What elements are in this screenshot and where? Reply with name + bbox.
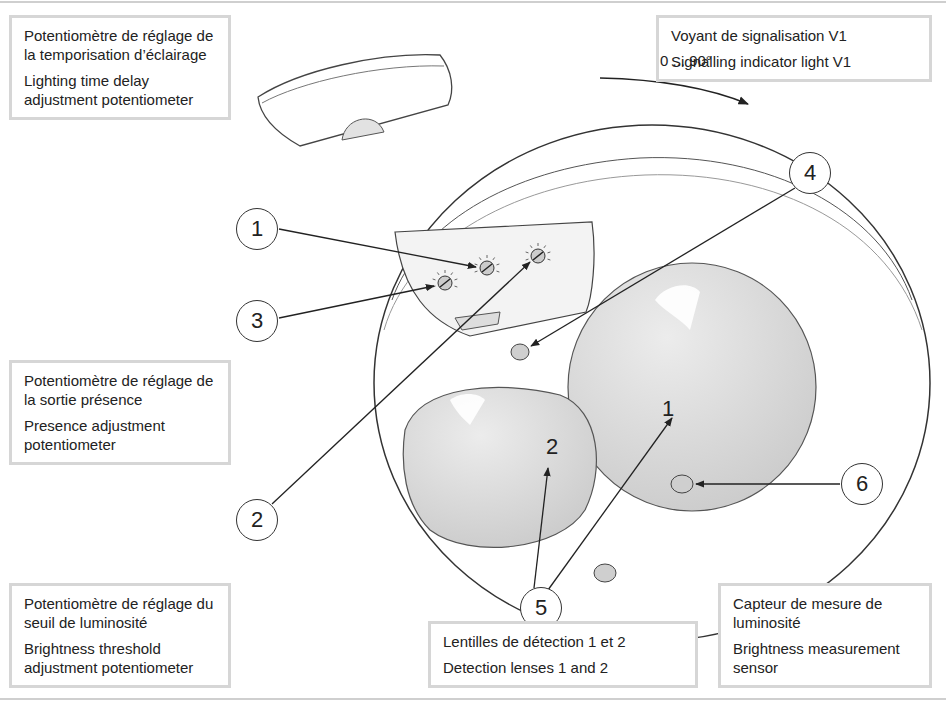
label-text: Brightness threshold adjustment potentio…: [24, 639, 216, 677]
leader-line: [279, 286, 434, 318]
label-text: Capteur de mesure de luminosité: [733, 594, 917, 632]
scale-tick: [497, 263, 500, 265]
scale-tick: [548, 259, 551, 261]
leader-line: [534, 468, 548, 588]
callout-number: 6: [841, 463, 883, 505]
callout-text: 1: [251, 216, 263, 242]
detection-lens-1: [568, 263, 816, 511]
leader-line: [272, 262, 530, 504]
rotation-label: 0 ... 90°: [660, 52, 712, 69]
callout-text: 5: [535, 595, 547, 621]
scale-tick: [497, 271, 500, 273]
label-text: Brightness measurement sensor: [733, 639, 917, 677]
potentiometer-recess: [395, 222, 594, 336]
leader-line: [531, 188, 795, 346]
potentiometer-slot: [440, 279, 450, 287]
label-text: Potentiomètre de réglage de la sortie pr…: [24, 371, 216, 409]
callout-number: 2: [236, 499, 278, 541]
scale-tick: [526, 259, 529, 261]
frame-line: [0, 1, 946, 3]
scale-tick: [437, 272, 439, 274]
cover-rim: [262, 66, 444, 103]
brightness-sensor: [671, 475, 693, 493]
label-box: Potentiomètre de réglage de la temporisa…: [9, 15, 231, 120]
scale-tick: [479, 257, 481, 259]
cover-cap: [258, 55, 452, 146]
scale-tick: [530, 245, 532, 247]
label-text: Detection lenses 1 and 2: [443, 658, 683, 677]
potentiometer-slot: [533, 252, 543, 260]
scale-tick: [487, 255, 488, 258]
leader-line: [548, 418, 672, 590]
label-text: Voyant de signalisation V1: [671, 26, 917, 45]
callout-number: 1: [236, 208, 278, 250]
indicator-light: [594, 564, 616, 582]
callout-text: 6: [856, 471, 868, 497]
label-box: Voyant de signalisation V1Signalling ind…: [656, 15, 932, 82]
label-text: Presence adjustment potentiometer: [24, 416, 216, 454]
scale-tick: [475, 271, 478, 273]
potentiometer-slot: [482, 264, 492, 272]
detection-lens-2: [403, 387, 596, 547]
label-text: Lighting time delay adjustment potentiom…: [24, 71, 216, 109]
label-text: Potentiomètre de réglage de la temporisa…: [24, 26, 216, 64]
lens-highlight: [655, 285, 700, 330]
label-box: Capteur de mesure de luminositéBrightnes…: [718, 583, 932, 688]
recess-tab: [455, 312, 500, 330]
potentiometer-2: [531, 249, 545, 263]
scale-tick: [455, 286, 458, 288]
label-text: Lentilles de détection 1 et 2: [443, 632, 683, 651]
scale-ticks: [433, 243, 551, 287]
scale-tick: [455, 278, 458, 280]
leader-line: [279, 229, 476, 267]
potentiometer-1: [480, 261, 494, 275]
leader-line: [696, 483, 840, 484]
scale-tick: [445, 270, 446, 273]
cover-lens: [342, 119, 384, 140]
label-box: Lentilles de détection 1 et 2 Detection l…: [428, 621, 698, 688]
lens-number: 1: [662, 396, 674, 422]
callout-number: 4: [789, 152, 831, 194]
scale-tick: [475, 263, 478, 265]
callout-text: 2: [251, 507, 263, 533]
scale-tick: [451, 272, 453, 274]
lens-highlight: [450, 394, 485, 425]
indicator-light-v1: [511, 344, 529, 360]
callout-text: 3: [251, 308, 263, 334]
lens-number: 2: [546, 434, 558, 460]
scale-tick: [493, 257, 495, 259]
scale-tick: [548, 251, 551, 253]
label-box: Potentiomètre de réglage du seuil de lum…: [9, 583, 231, 688]
scale-tick: [526, 251, 529, 253]
scale-tick: [538, 243, 539, 246]
label-box: Potentiomètre de réglage de la sortie pr…: [9, 360, 231, 465]
frame-line: [0, 698, 946, 700]
scale-tick: [544, 245, 546, 247]
label-text: Potentiomètre de réglage du seuil de lum…: [24, 594, 216, 632]
callout-text: 4: [804, 160, 816, 186]
scale-tick: [433, 278, 436, 280]
potentiometer-3: [438, 276, 452, 290]
callout-number: 3: [236, 300, 278, 342]
detector-body: [374, 125, 930, 641]
